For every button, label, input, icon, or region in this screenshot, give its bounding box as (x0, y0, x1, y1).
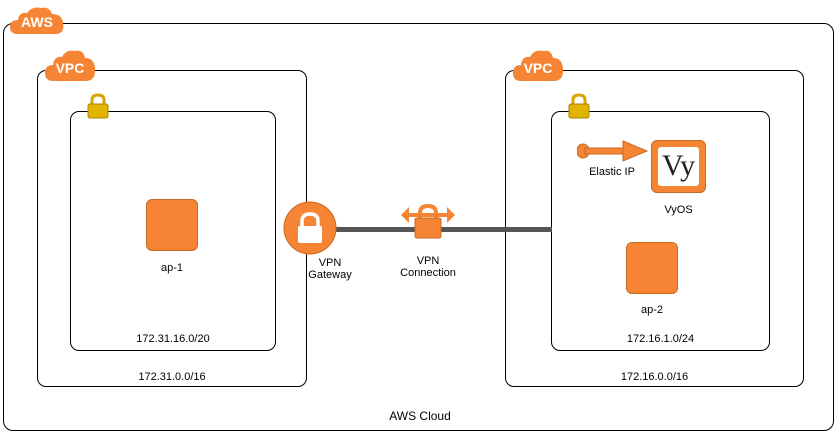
instance-ap-1-label: ap-1 (160, 262, 184, 274)
vpc-left-badge-text: VPC (55, 60, 85, 76)
vpn-connection-label-line1: VPN (416, 255, 440, 267)
instance-ap-1 (146, 199, 198, 251)
elastic-ip-label: Elastic IP (589, 166, 635, 178)
lock-icon (568, 93, 590, 119)
vpc-left-cidr: 172.31.0.0/16 (138, 371, 206, 383)
aws-cloud-label: AWS Cloud (389, 409, 451, 423)
vyos-logo-panel: Vy (658, 147, 699, 186)
lock-icon (87, 93, 109, 119)
vpn-connection-icon (401, 203, 455, 239)
elastic-ip-icon (577, 140, 649, 162)
vpn-gateway-icon (283, 201, 337, 255)
vyos-label: VyOS (664, 204, 693, 216)
vpn-gateway-label-line1: VPN (318, 257, 342, 269)
vpn-gateway-label-line2: Gateway (308, 269, 352, 281)
subnet-right-cidr: 172.16.1.0/24 (626, 333, 695, 345)
subnet-left-cidr: 172.31.16.0/20 (136, 333, 210, 345)
vpc-cloud-icon (513, 50, 564, 81)
aws-cloud-icon (10, 7, 64, 34)
instance-ap-2-label: ap-2 (640, 304, 664, 316)
vpc-right-cidr: 172.16.0.0/16 (620, 371, 689, 383)
vpc-right-badge: VPC (512, 46, 564, 84)
aws-cloud-badge: AWS (8, 4, 66, 36)
vpn-connection-label-line2: Connection (400, 267, 456, 279)
aws-badge-text: AWS (21, 14, 53, 30)
vyos-logo-text: Vy (661, 149, 696, 182)
vpc-cloud-icon (45, 50, 96, 81)
vpc-left-badge: VPC (44, 46, 96, 84)
vpc-right-badge-text: VPC (523, 60, 553, 76)
vyos-icon: Vy (651, 140, 706, 193)
vpn-connection-line (334, 227, 552, 232)
instance-ap-2 (626, 242, 678, 294)
